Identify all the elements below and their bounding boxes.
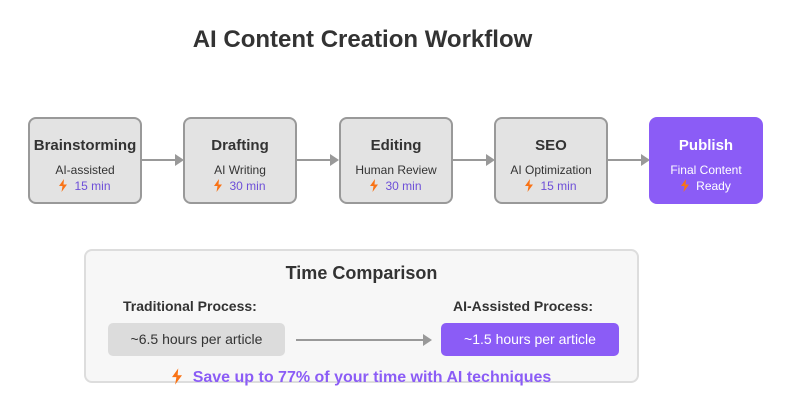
step-time: 15 min — [30, 179, 140, 193]
flow-arrow — [453, 154, 495, 166]
lightning-bolt-icon — [214, 179, 223, 192]
lightning-bolt-icon — [681, 179, 690, 192]
lightning-bolt-icon — [370, 179, 379, 192]
diagram-title: AI Content Creation Workflow — [192, 26, 533, 53]
lightning-bolt-icon — [171, 368, 182, 385]
flow-arrow — [297, 154, 339, 166]
ai-assisted-value: ~1.5 hours per article — [441, 323, 619, 356]
step-seo: SEO AI Optimization 15 min — [494, 117, 608, 204]
savings-text: Save up to 77% of your time with AI tech… — [192, 369, 552, 386]
step-time: 30 min — [185, 179, 295, 193]
lightning-bolt-icon — [59, 179, 68, 192]
traditional-label: Traditional Process: — [123, 298, 257, 314]
step-brainstorming: Brainstorming AI-assisted 15 min — [28, 117, 142, 204]
comparison-arrow — [296, 334, 432, 346]
step-title: Editing — [370, 137, 422, 154]
step-subtitle: Final Content — [670, 163, 742, 177]
step-time: 15 min — [496, 179, 606, 193]
traditional-value: ~6.5 hours per article — [108, 323, 285, 356]
step-subtitle: AI Optimization — [510, 163, 592, 177]
flow-arrow — [142, 154, 184, 166]
flow-arrow — [608, 154, 650, 166]
step-title: Brainstorming — [33, 137, 137, 154]
step-editing: Editing Human Review 30 min — [339, 117, 453, 204]
step-publish: Publish Final Content Ready — [649, 117, 763, 204]
step-time: Ready — [651, 179, 761, 193]
step-time-value: 15 min — [540, 179, 577, 193]
time-comparison-panel: Time Comparison Traditional Process: AI-… — [84, 249, 639, 386]
savings-note: Save up to 77% of your time with AI tech… — [86, 368, 637, 387]
step-subtitle: AI-assisted — [55, 163, 115, 177]
step-title: Drafting — [211, 137, 269, 154]
step-time: 30 min — [341, 179, 451, 193]
step-time-value: 15 min — [74, 179, 111, 193]
step-drafting: Drafting AI Writing 30 min — [183, 117, 297, 204]
step-subtitle: AI Writing — [214, 163, 266, 177]
step-subtitle: Human Review — [355, 163, 437, 177]
step-title: SEO — [535, 137, 567, 154]
step-title: Publish — [678, 137, 734, 154]
step-time-value: 30 min — [385, 179, 422, 193]
lightning-bolt-icon — [525, 179, 534, 192]
step-time-value: Ready — [696, 179, 731, 193]
step-time-value: 30 min — [229, 179, 266, 193]
ai-assisted-label: AI-Assisted Process: — [453, 298, 594, 314]
comparison-title: Time Comparison — [285, 263, 438, 283]
